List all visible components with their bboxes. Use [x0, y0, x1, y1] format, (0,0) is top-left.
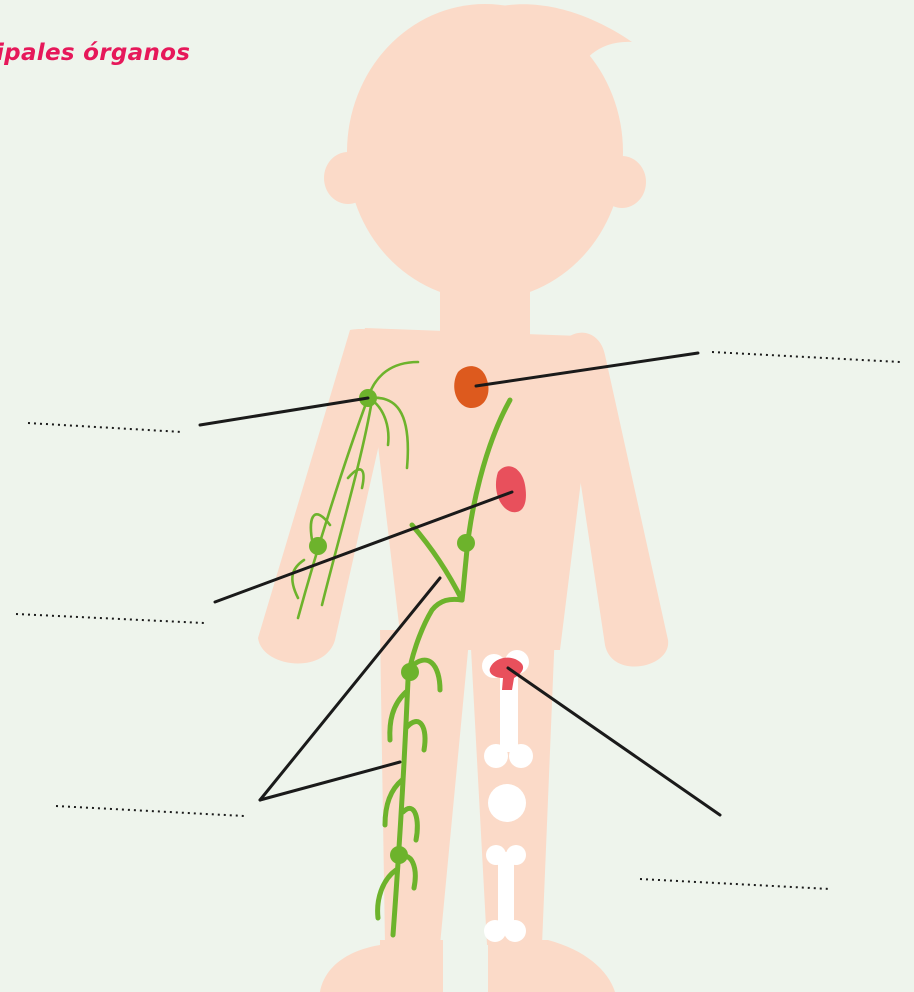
kneecap-bone: [488, 784, 526, 822]
lymph-node-answer-blank[interactable]: [28, 423, 182, 432]
spleen-answer-blank[interactable]: [16, 614, 204, 623]
right-foot: [488, 940, 615, 992]
child-body-silhouette-icon: [258, 4, 668, 992]
thymus-organ: [454, 366, 488, 408]
inguinal-lymph-node: [401, 663, 419, 681]
bone-marrow-answer-blank[interactable]: [640, 879, 830, 889]
thymus-answer-blank[interactable]: [712, 352, 900, 362]
vessel-pointer-line-lower: [260, 762, 400, 800]
abdominal-lymph-node: [457, 534, 475, 552]
left-foot: [320, 940, 443, 992]
arm-lymph-node: [309, 537, 327, 555]
lymph-vessels-answer-blank[interactable]: [56, 806, 244, 816]
knee-lymph-node: [390, 846, 408, 864]
